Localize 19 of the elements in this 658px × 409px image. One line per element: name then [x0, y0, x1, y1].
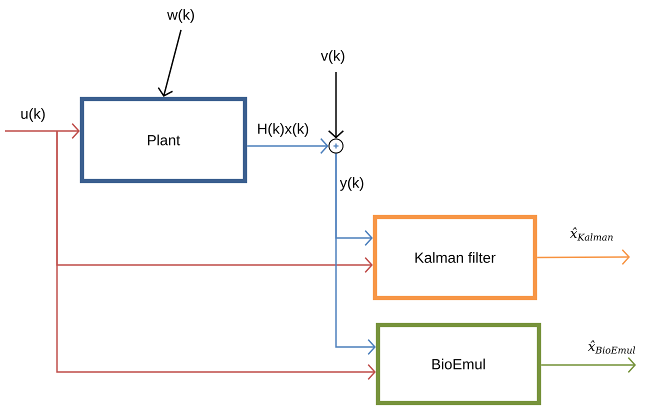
- edge-label: x̂$_{Kalman}$: [568, 226, 616, 242]
- arrow: [537, 249, 630, 265]
- arrow: [158, 30, 182, 97]
- edge-label: H(k)x(k): [256, 122, 310, 138]
- edge-label: v(k): [319, 48, 347, 66]
- summing-junction: [328, 138, 344, 154]
- arrow: [328, 72, 344, 138]
- arrow: [5, 123, 80, 139]
- edge-label: w(k): [166, 8, 196, 24]
- edge-label: x̂$_{BioEmul}$: [586, 339, 638, 355]
- edge-label: u(k): [19, 106, 47, 124]
- arrow: [541, 357, 636, 373]
- arrow: [335, 154, 376, 355]
- process-box: Plant: [80, 96, 248, 184]
- process-box: BioEmul: [376, 322, 542, 406]
- arrow: [56, 131, 376, 380]
- process-box: Kalman filter: [372, 214, 538, 300]
- arrow: [247, 138, 328, 154]
- edge-label: y(k): [338, 176, 366, 192]
